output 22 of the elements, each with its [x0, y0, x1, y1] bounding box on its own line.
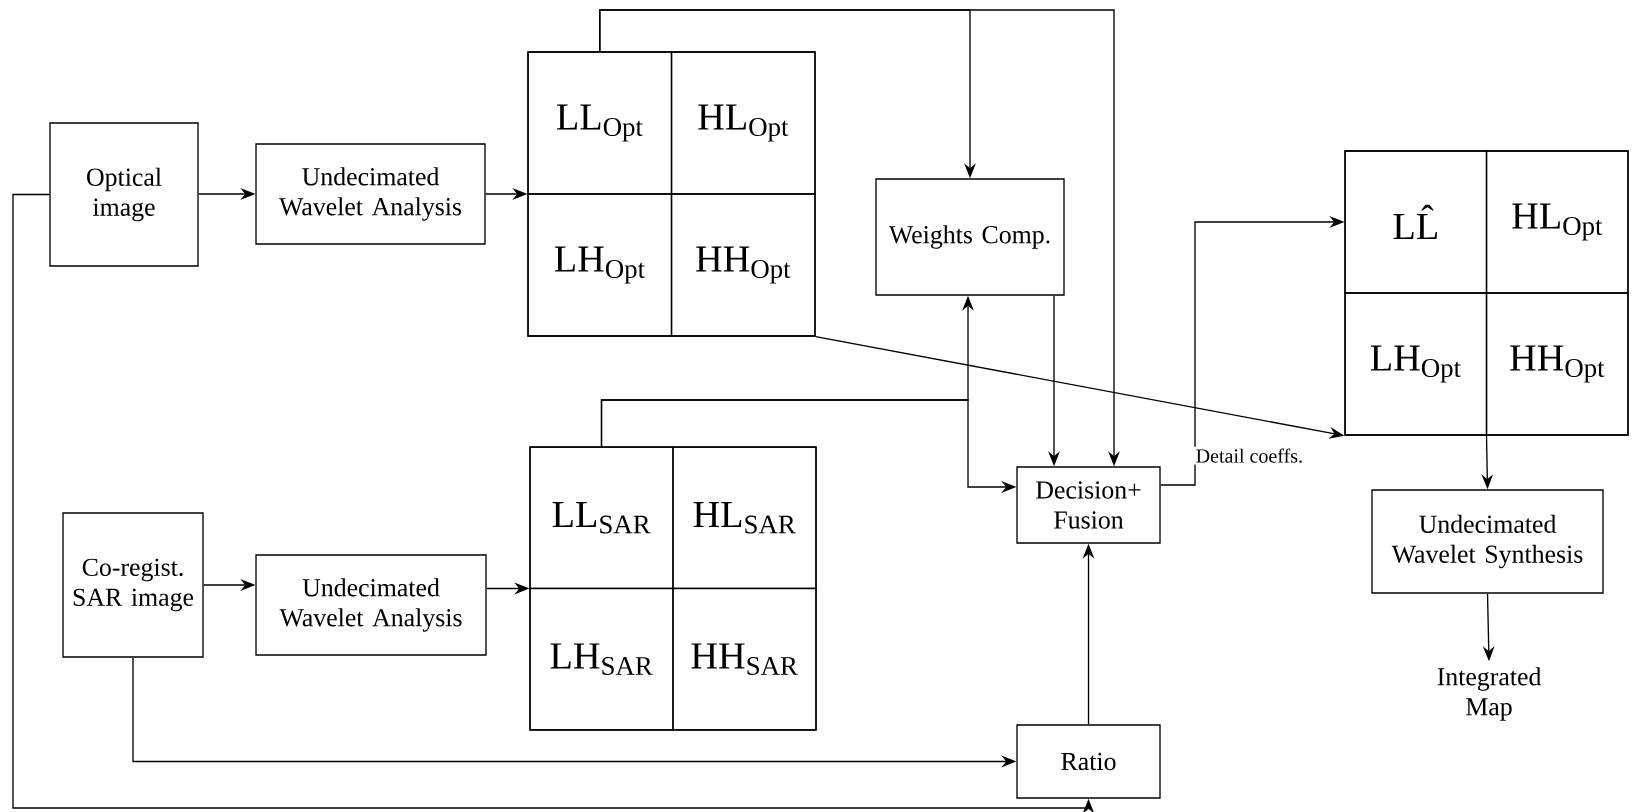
process-box: Decision+ Fusion [1016, 466, 1161, 544]
grid-cell: HL$_{Opt}$ [1485, 150, 1629, 294]
grid-cell: LL̂ [1344, 150, 1488, 294]
process-box: Undecimated Wavelet Analysis [255, 143, 486, 245]
process-box: Weights Comp. [875, 178, 1065, 296]
edge-label: Detail coeffs. [1194, 446, 1305, 465]
grid-cell: HH$_{Opt}$ [1485, 292, 1629, 436]
process-box: Ratio [1016, 724, 1161, 799]
grid-cell: LL$_{Opt}$ [527, 51, 673, 195]
grid-cell: LH$_{SAR}$ [529, 587, 674, 731]
process-box: Undecimated Wavelet Synthesis [1371, 489, 1604, 594]
grid-cell: HL$_{Opt}$ [670, 51, 816, 195]
grid-cell: LL$_{SAR}$ [529, 446, 674, 590]
grid-cell: LH$_{Opt}$ [527, 193, 673, 337]
grid-cell: HH$_{Opt}$ [670, 193, 816, 337]
grid-cell: LH$_{Opt}$ [1344, 292, 1488, 436]
grid-cell: HH$_{SAR}$ [672, 587, 817, 731]
process-box: Optical image [49, 122, 199, 267]
output-label: Integrated Map [1437, 667, 1542, 721]
grid-cell: HL$_{SAR}$ [672, 446, 817, 590]
process-box: Undecimated Wavelet Analysis [255, 554, 487, 656]
process-box: Co-regist. SAR image [62, 512, 204, 658]
